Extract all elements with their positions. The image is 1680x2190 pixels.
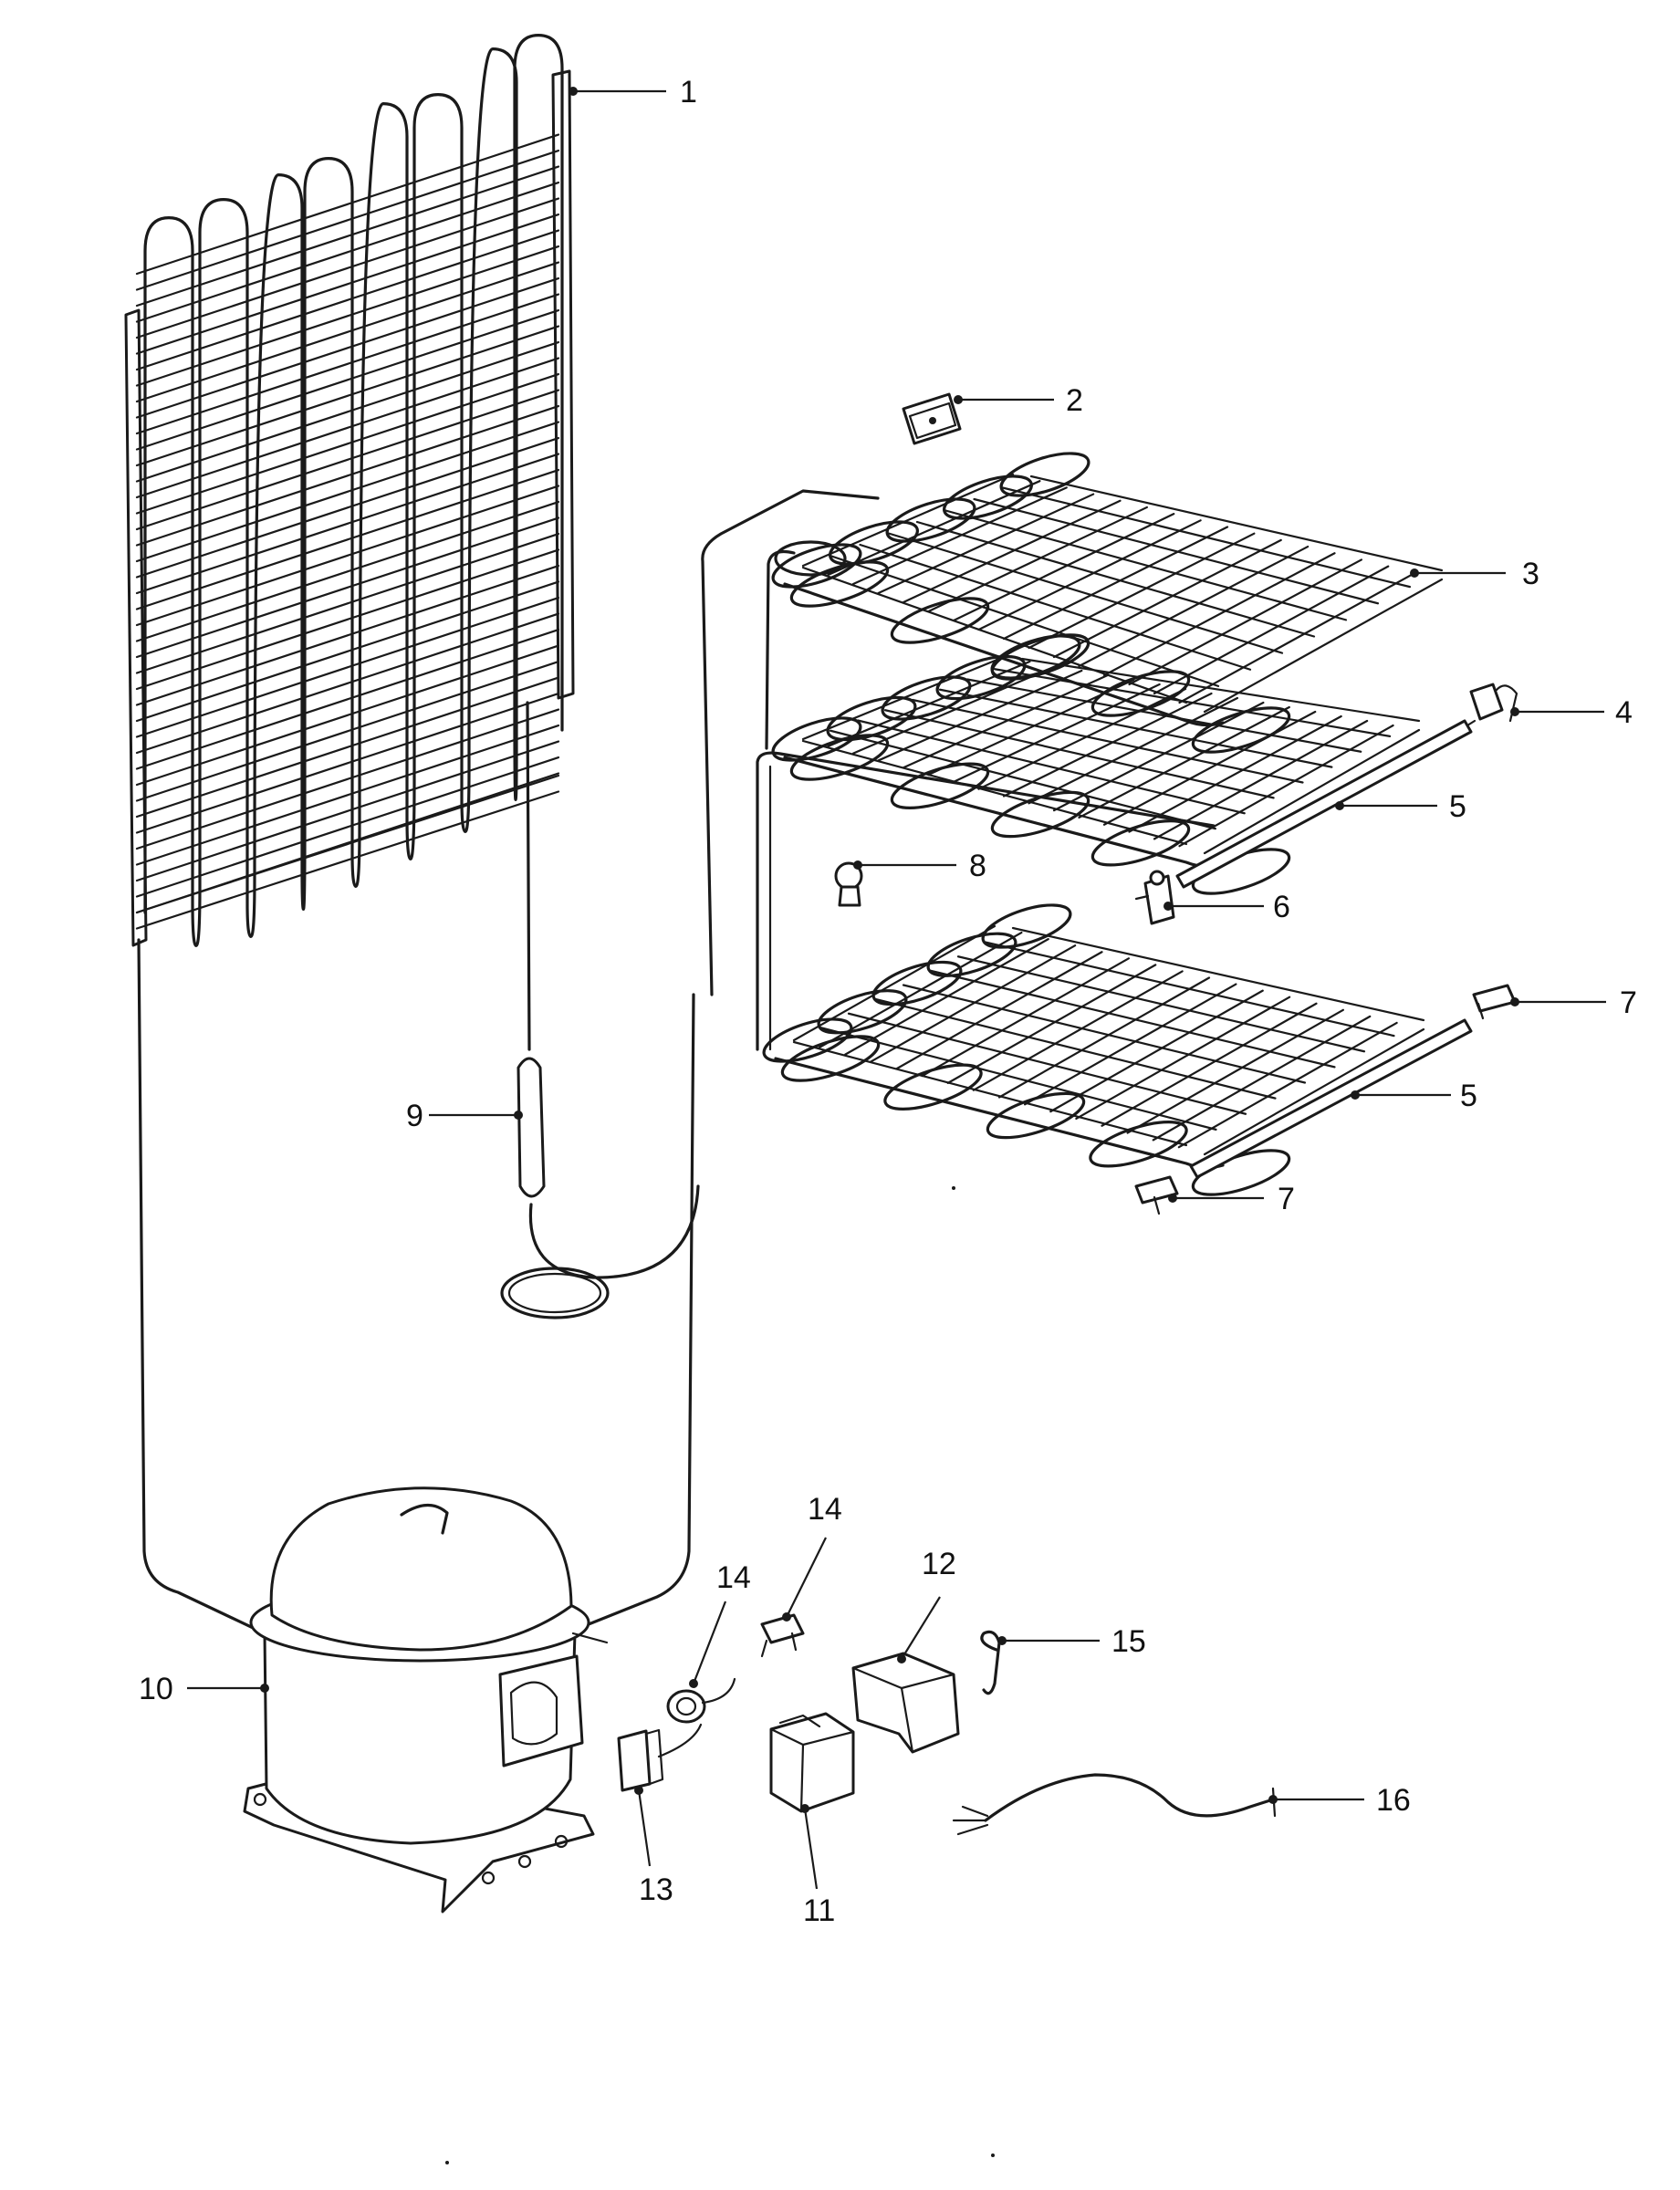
part-14-overload-protector <box>666 1677 736 1724</box>
callout-11: 11 <box>800 1804 835 1928</box>
compressor-body <box>263 1632 577 1845</box>
callout-2: 2 <box>954 383 1083 418</box>
evaporator-shelf-3 <box>762 903 1425 1196</box>
callout-16: 16 <box>1268 1783 1411 1818</box>
part-14-clip <box>760 1613 805 1658</box>
part-15-wire-clip <box>980 1630 1001 1695</box>
condenser-wires <box>135 133 560 930</box>
callout-3: 3 <box>1410 557 1539 591</box>
condenser-coil <box>124 34 575 947</box>
evaporator-shelf-1 <box>771 452 1444 754</box>
part-16-power-cord <box>952 1773 1277 1836</box>
callout-1: 1 <box>569 75 697 110</box>
compressor-handle <box>400 1503 449 1535</box>
filter-drier <box>517 1057 546 1198</box>
compressor-terminal-box <box>498 1654 584 1768</box>
svg-text:14: 14 <box>808 1492 842 1527</box>
condenser-serpentine-tube <box>143 34 564 947</box>
svg-text:9: 9 <box>406 1099 423 1133</box>
suction-line-lower <box>564 993 695 1635</box>
svg-text:16: 16 <box>1376 1783 1411 1818</box>
callout-labels: 1 2 3 4 5 5 6 <box>139 75 1637 1928</box>
callout-14-upper: 14 <box>782 1492 842 1622</box>
evaporator-assembly <box>756 452 1444 1196</box>
discharge-line <box>137 938 266 1635</box>
evaporator-shelf-2 <box>771 634 1421 895</box>
svg-text:3: 3 <box>1522 557 1539 591</box>
condenser-left-rail <box>124 308 148 947</box>
suction-line-upper <box>701 489 880 996</box>
part-12-cover <box>851 1652 960 1754</box>
filter-drier-body <box>517 1057 546 1198</box>
suction-loop <box>528 1184 700 1279</box>
part-5-lower-tube <box>1189 1018 1473 1179</box>
svg-text:15: 15 <box>1111 1624 1146 1659</box>
evaporator-inlet-coil <box>774 540 847 577</box>
speck <box>991 2154 995 2157</box>
svg-text:5: 5 <box>1449 789 1466 824</box>
callout-12: 12 <box>897 1547 956 1663</box>
svg-text:1: 1 <box>680 75 697 110</box>
svg-text:14: 14 <box>716 1560 751 1595</box>
refrigerant-tubing <box>137 489 880 1635</box>
speck <box>445 2161 449 2164</box>
part-4-fitting <box>1458 683 1518 732</box>
svg-text:13: 13 <box>639 1872 673 1907</box>
svg-text:8: 8 <box>969 849 986 883</box>
part-2-thermostat-housing <box>902 392 962 445</box>
callout-7-upper: 7 <box>1510 986 1637 1020</box>
callout-9: 9 <box>406 1099 523 1133</box>
svg-text:7: 7 <box>1278 1182 1295 1216</box>
callout-14-lower: 14 <box>689 1560 751 1688</box>
callout-7-lower: 7 <box>1168 1182 1295 1216</box>
callout-4: 4 <box>1510 695 1633 730</box>
callout-15: 15 <box>997 1624 1146 1659</box>
callout-5-upper: 5 <box>1335 789 1466 824</box>
part-8-clamp <box>834 861 863 907</box>
svg-text:12: 12 <box>922 1547 956 1581</box>
svg-text:4: 4 <box>1615 695 1633 730</box>
svg-text:2: 2 <box>1066 383 1083 418</box>
capillary-coil-inner <box>507 1272 602 1314</box>
capillary-line <box>526 701 531 1051</box>
compressor-dome <box>269 1486 573 1652</box>
part-7-lower-connector <box>1134 1175 1179 1215</box>
speck <box>952 1186 955 1190</box>
part-5-upper-tube <box>1175 719 1473 889</box>
part-13-relay <box>617 1723 703 1792</box>
capillary-coil-outer <box>500 1267 610 1319</box>
compressor <box>243 1486 609 1914</box>
svg-text:11: 11 <box>803 1893 835 1928</box>
part-7-upper-connector <box>1472 984 1517 1020</box>
evaporator-shelves <box>762 452 1444 1196</box>
callout-6: 6 <box>1163 890 1290 924</box>
evaporator-upper-back-frame <box>765 549 796 750</box>
callout-10: 10 <box>139 1672 269 1706</box>
part-11-terminal-cover <box>769 1712 855 1813</box>
callout-8: 8 <box>853 849 986 883</box>
svg-text:6: 6 <box>1273 890 1290 924</box>
callout-13: 13 <box>634 1786 673 1907</box>
svg-text:5: 5 <box>1460 1079 1477 1113</box>
svg-text:10: 10 <box>139 1672 173 1706</box>
evaporator-lower-back-frame <box>756 751 1216 1051</box>
part-6-clip <box>1134 870 1175 925</box>
svg-text:7: 7 <box>1620 986 1637 1020</box>
callout-5-lower: 5 <box>1351 1079 1477 1113</box>
